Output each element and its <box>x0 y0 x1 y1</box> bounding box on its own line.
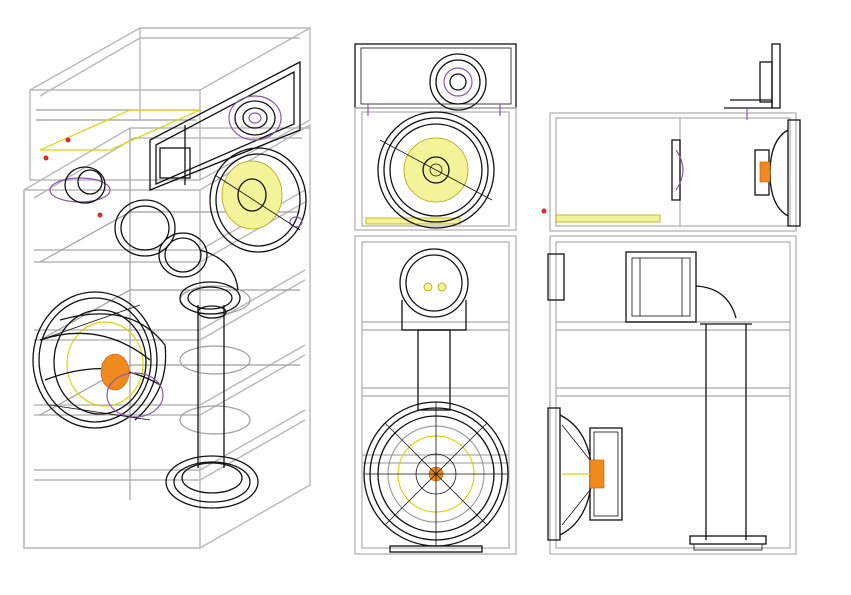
horn-tweeter-icon <box>367 53 501 116</box>
cabinet-frame-icon <box>541 112 797 555</box>
bass-port-tube-icon <box>689 323 767 551</box>
woofer-driver-icon <box>363 401 509 553</box>
midrange-port-icon <box>114 199 241 315</box>
midrange-port-icon <box>547 251 737 323</box>
isometric-view <box>23 27 311 549</box>
horn-tweeter-icon <box>724 43 781 120</box>
front-view <box>354 43 517 555</box>
midrange-driver-icon <box>671 119 801 227</box>
midrange-driver-icon <box>377 111 495 229</box>
crossover-board-icon <box>39 109 201 218</box>
midrange-driver-icon <box>209 147 307 253</box>
woofer-driver-icon <box>547 407 623 541</box>
midrange-port-icon <box>399 248 469 411</box>
side-section-view <box>541 43 801 555</box>
woofer-driver-icon <box>32 291 167 429</box>
horn-tweeter-icon <box>149 60 301 191</box>
cabinet-frame-icon <box>23 27 311 549</box>
bass-port-tube-icon <box>165 305 259 509</box>
